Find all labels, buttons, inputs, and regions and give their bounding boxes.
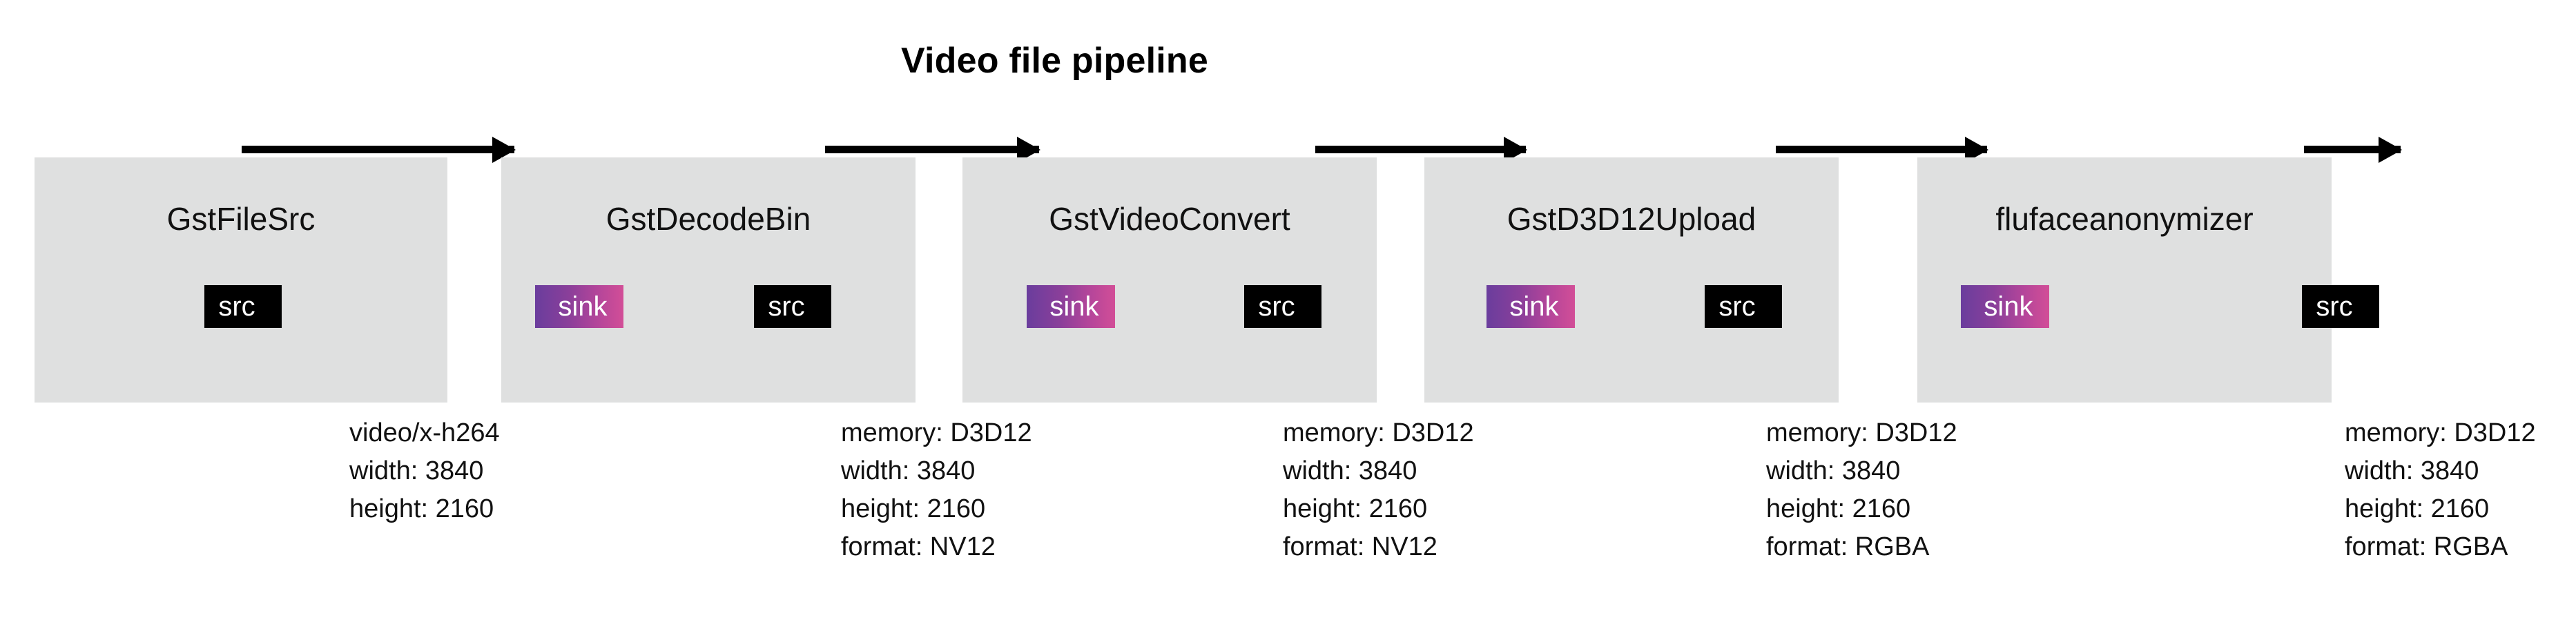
caps-line: width: 3840 bbox=[349, 456, 484, 485]
element-title: GstVideoConvert bbox=[1049, 201, 1290, 237]
caps-line: memory: D3D12 bbox=[841, 418, 1032, 447]
element-box-gstvideoconvert[interactable]: GstVideoConvert sink src bbox=[962, 157, 1377, 403]
link-arrow-2 bbox=[825, 146, 1039, 153]
element-box-gstd3d12upload[interactable]: GstD3D12Upload sink src bbox=[1424, 157, 1839, 403]
pad-sink[interactable]: sink bbox=[1961, 285, 2049, 328]
pad-sink[interactable]: sink bbox=[1486, 285, 1575, 328]
caps-line: memory: D3D12 bbox=[1766, 418, 1957, 447]
caps-line: height: 2160 bbox=[841, 494, 986, 523]
caps-line: width: 3840 bbox=[1283, 456, 1417, 485]
caps-line: height: 2160 bbox=[2345, 494, 2490, 523]
element-title: flufaceanonymizer bbox=[1995, 201, 2254, 237]
element-box-gstfilesrc[interactable]: GstFileSrc src bbox=[35, 157, 447, 403]
caps-block-1: video/x-h264 width: 3840 height: 2160 bbox=[349, 414, 500, 528]
link-arrow-5 bbox=[2304, 146, 2401, 153]
page-title: Video file pipeline bbox=[901, 41, 1208, 81]
pad-src[interactable]: src bbox=[1705, 285, 1782, 328]
caps-line: memory: D3D12 bbox=[1283, 418, 1474, 447]
caps-block-4: memory: D3D12 width: 3840 height: 2160 f… bbox=[1766, 414, 1957, 566]
link-arrow-1 bbox=[242, 146, 514, 153]
caps-line: format: NV12 bbox=[1283, 532, 1437, 561]
pad-sink[interactable]: sink bbox=[535, 285, 623, 328]
caps-line: width: 3840 bbox=[1766, 456, 1901, 485]
element-box-gstdecodebin[interactable]: GstDecodeBin sink src bbox=[501, 157, 916, 403]
element-title: GstDecodeBin bbox=[606, 201, 811, 237]
caps-block-3: memory: D3D12 width: 3840 height: 2160 f… bbox=[1283, 414, 1474, 566]
caps-line: height: 2160 bbox=[1283, 494, 1428, 523]
pad-src[interactable]: src bbox=[204, 285, 282, 328]
pad-sink[interactable]: sink bbox=[1027, 285, 1115, 328]
caps-line: width: 3840 bbox=[841, 456, 976, 485]
caps-line: memory: D3D12 bbox=[2345, 418, 2536, 447]
caps-block-2: memory: D3D12 width: 3840 height: 2160 f… bbox=[841, 414, 1032, 566]
link-arrow-4 bbox=[1776, 146, 1987, 153]
caps-line: height: 2160 bbox=[1766, 494, 1911, 523]
caps-line: format: RGBA bbox=[1766, 532, 1930, 561]
caps-line: format: NV12 bbox=[841, 532, 996, 561]
pad-src[interactable]: src bbox=[2302, 285, 2379, 328]
pad-src[interactable]: src bbox=[754, 285, 831, 328]
element-title: GstD3D12Upload bbox=[1507, 201, 1756, 237]
pad-src[interactable]: src bbox=[1244, 285, 1321, 328]
caps-line: format: RGBA bbox=[2345, 532, 2508, 561]
caps-line: video/x-h264 bbox=[349, 418, 500, 447]
element-box-flufaceanonymizer[interactable]: flufaceanonymizer sink src bbox=[1917, 157, 2379, 403]
caps-line: height: 2160 bbox=[349, 494, 494, 523]
link-arrow-3 bbox=[1315, 146, 1526, 153]
element-title: GstFileSrc bbox=[166, 201, 316, 237]
caps-block-5: memory: D3D12 width: 3840 height: 2160 f… bbox=[2345, 414, 2536, 566]
caps-line: width: 3840 bbox=[2345, 456, 2479, 485]
